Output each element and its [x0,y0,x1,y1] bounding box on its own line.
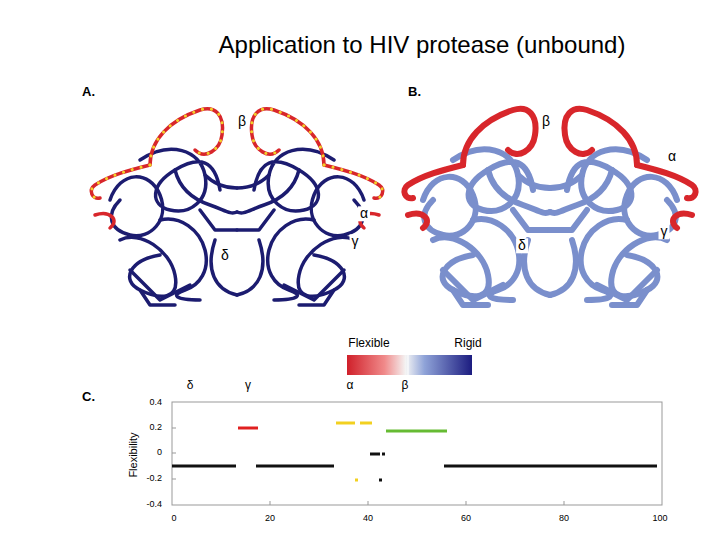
slide-title: Application to HIV protease (unbound) [219,32,626,58]
tick-label: 80 [559,514,569,524]
region-label: α [358,206,370,221]
tick-label: 40 [363,514,373,524]
tick-label: 0.4 [149,398,162,408]
color-bar [347,355,472,375]
panel-letter: A. [82,85,95,99]
region-label: β [402,379,409,392]
tick-label: 100 [652,514,667,524]
structure-a [91,109,382,305]
tick-label: 20 [265,514,275,524]
region-label: γ [350,234,361,249]
panel-letter: C. [82,390,95,404]
region-label: δ [219,248,231,263]
region-label: γ [659,224,670,239]
tick-label: 0 [157,448,162,458]
region-label: α [666,149,678,164]
tick-label: -0.2 [146,474,162,484]
tick-label: 0 [171,514,176,524]
region-label: α [347,379,354,392]
region-label: δ [187,379,194,392]
region-label: β [540,114,552,129]
region-label: δ [516,238,528,253]
structure-b [404,109,695,305]
region-label: γ [245,379,251,392]
colorbar-label: Rigid [454,337,481,350]
tick-label: -0.4 [146,500,162,510]
tick-label: 60 [461,514,471,524]
colorbar-label: Flexible [348,337,389,350]
panel-letter: B. [408,85,421,99]
axis-title: Flexibility [127,432,139,477]
region-label: β [236,114,248,129]
tick-label: 0.2 [149,423,162,433]
plot-c [172,402,662,505]
